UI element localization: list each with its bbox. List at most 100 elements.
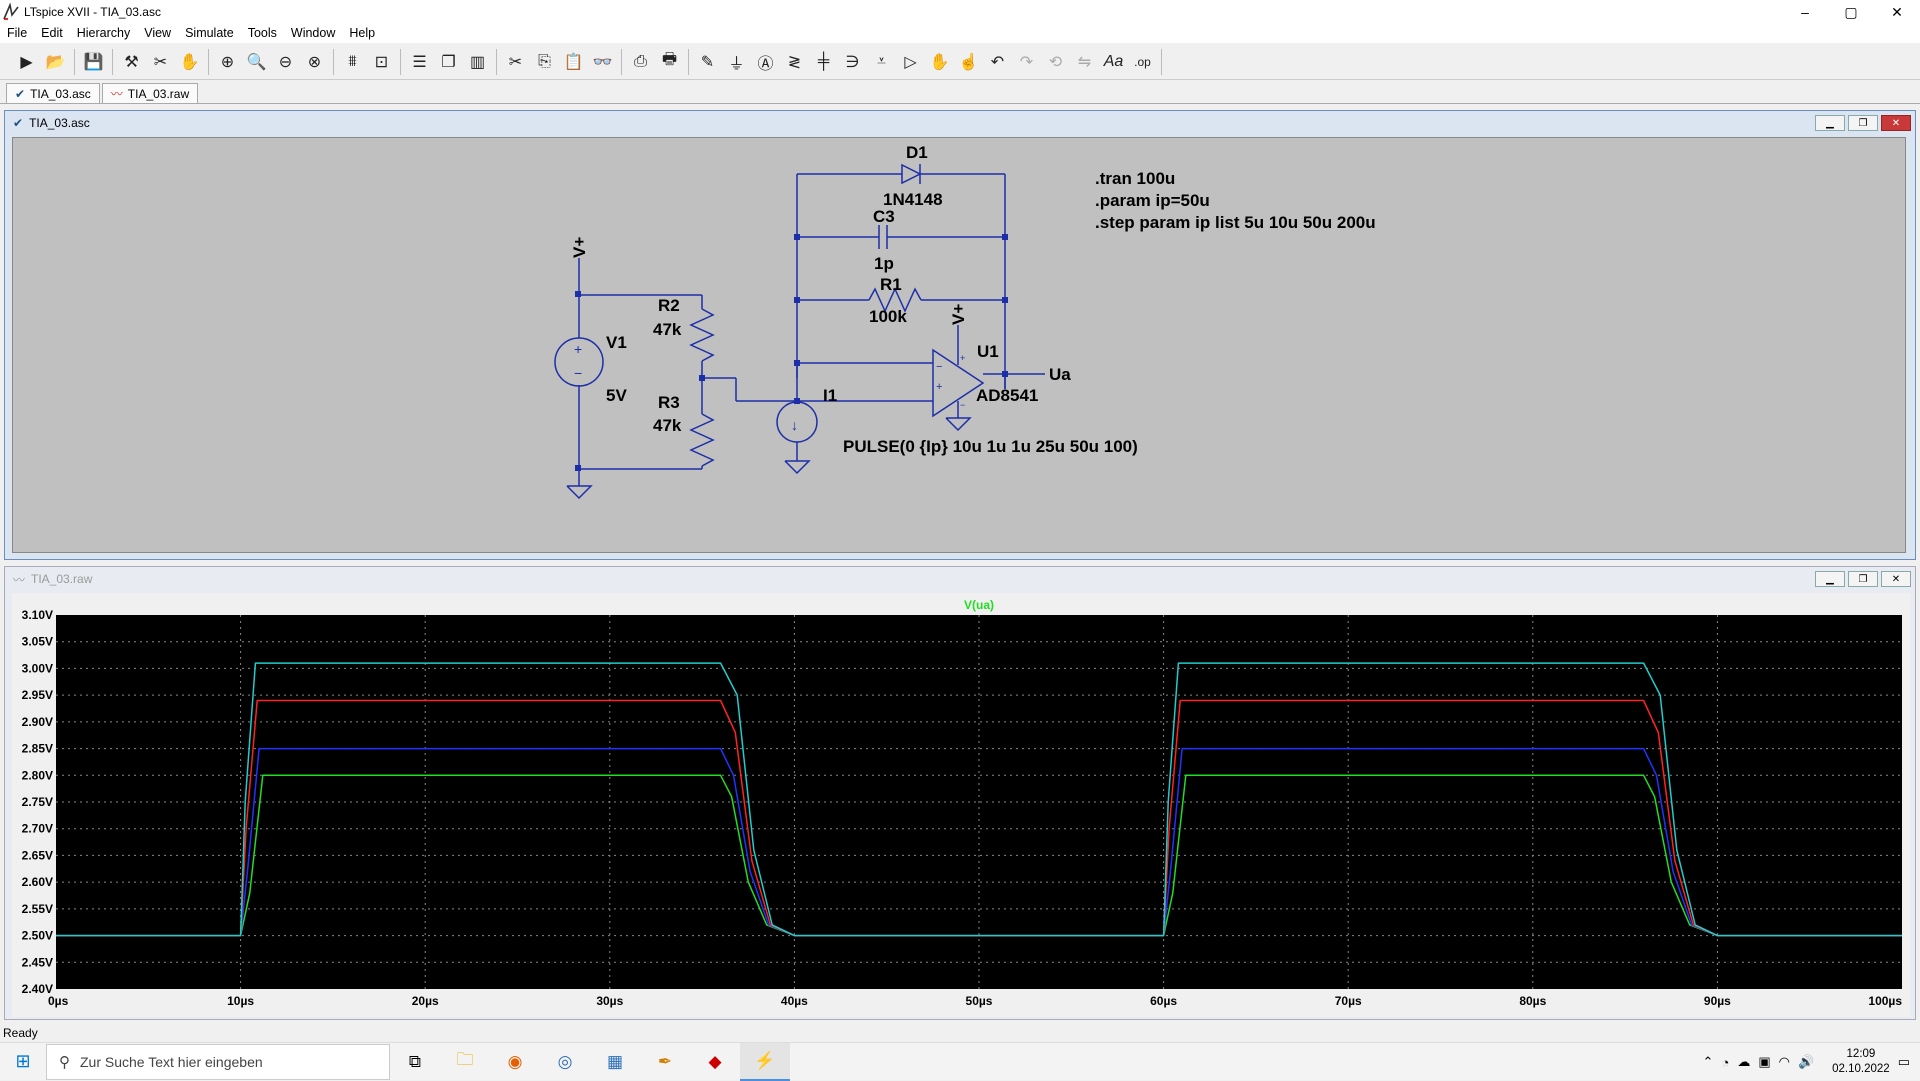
firefox-icon[interactable]: ◉: [507, 1051, 523, 1071]
tile-horizontal-icon[interactable]: ☰: [412, 53, 427, 71]
tile-vertical-icon[interactable]: ▥: [469, 53, 486, 71]
component-icon[interactable]: ▷: [904, 53, 917, 71]
pdf-reader-icon[interactable]: ◆: [708, 1051, 722, 1071]
text-icon[interactable]: Aa: [1103, 52, 1124, 70]
ground-symbol[interactable]: [566, 485, 593, 500]
menu-window[interactable]: Window: [290, 26, 336, 40]
pen-app-icon[interactable]: ✒: [657, 1051, 673, 1071]
windows-start-icon[interactable]: ⊞: [15, 1051, 31, 1071]
wire-icon[interactable]: ✎: [700, 53, 715, 71]
resistor-r2[interactable]: [689, 308, 715, 362]
taskbar-search-box[interactable]: ⚲ Zur Suche Text hier eingeben: [46, 1043, 390, 1080]
zoom-in-icon[interactable]: ⊕: [220, 53, 235, 71]
close-button[interactable]: ✕: [1891, 3, 1903, 20]
label-r1: R1: [880, 275, 902, 294]
zoom-out-icon[interactable]: ⊖: [278, 53, 293, 71]
mirror-icon[interactable]: ⇋: [1077, 53, 1092, 71]
spice-directive[interactable]: .step param ip list 5u 10u 50u 200u: [1095, 213, 1376, 232]
calculator-icon[interactable]: ▦: [606, 1051, 624, 1071]
cut-icon[interactable]: ✂: [508, 53, 523, 71]
trace-title[interactable]: V(ua): [964, 598, 994, 612]
waveform-restore-button[interactable]: ❐: [1848, 571, 1878, 587]
label-icon[interactable]: Ⓐ: [757, 55, 774, 73]
resistor-r3[interactable]: [689, 413, 715, 467]
wifi-icon[interactable]: ◠: [1778, 1054, 1790, 1069]
undo-icon[interactable]: ↶: [990, 53, 1005, 71]
rotate-icon[interactable]: ⟲: [1048, 53, 1063, 71]
volume-icon[interactable]: 🔊: [1797, 1054, 1815, 1069]
menu-file[interactable]: File: [7, 26, 28, 40]
cascade-icon[interactable]: ❐: [441, 53, 456, 71]
schematic-close-button[interactable]: ✕: [1881, 115, 1911, 131]
toolbar-separator: [1161, 48, 1162, 75]
find-icon[interactable]: 👓: [592, 53, 613, 71]
menu-help[interactable]: Help: [349, 26, 376, 40]
schematic-title: TIA_03.asc: [29, 116, 90, 130]
run-icon[interactable]: ▶: [20, 53, 33, 71]
y-tick-label: 2.75V: [22, 795, 53, 809]
schematic-minimize-button[interactable]: ▁: [1815, 115, 1845, 131]
junction: [794, 234, 800, 240]
control-panel-icon[interactable]: ⚒: [124, 53, 139, 71]
redo-icon[interactable]: ↷: [1019, 53, 1034, 71]
halt-icon[interactable]: ✂: [153, 53, 168, 71]
save-icon[interactable]: 💾: [83, 53, 104, 71]
search-placeholder: Zur Suche Text hier eingeben: [80, 1053, 263, 1070]
webcam-icon[interactable]: ◔: [1721, 1054, 1730, 1070]
waveform-close-button[interactable]: ✕: [1881, 571, 1911, 587]
label-r3: R3: [658, 393, 680, 412]
waveform-window-title: 〰 TIA_03.raw: [5, 567, 1915, 591]
resistor-icon[interactable]: ≷: [787, 53, 802, 71]
resistor-r1[interactable]: [868, 287, 922, 313]
minimize-button[interactable]: –: [1801, 4, 1809, 20]
inductor-icon[interactable]: ∋: [845, 53, 860, 71]
ground-symbol[interactable]: [784, 460, 811, 475]
notification-icon[interactable]: ▭: [1897, 1054, 1910, 1069]
print-setup-icon[interactable]: ⎙: [634, 52, 647, 70]
tab-schematic[interactable]: ✔ TIA_03.asc: [6, 83, 100, 103]
spice-directive[interactable]: .param ip=50u: [1095, 191, 1210, 210]
spice-directive[interactable]: .tran 100u: [1095, 169, 1175, 188]
ltspice-taskbar-icon[interactable]: ⚡: [740, 1042, 790, 1081]
network-adapter-icon[interactable]: ▣: [1758, 1054, 1771, 1069]
zoom-back-icon[interactable]: 🔍: [246, 53, 267, 71]
diode-icon[interactable]: ⩡: [876, 52, 887, 70]
cloud-icon[interactable]: ☁: [1737, 1054, 1751, 1069]
opamp-u1[interactable]: [932, 348, 985, 418]
task-view-icon[interactable]: ⧉: [408, 1051, 422, 1071]
schematic-restore-button[interactable]: ❐: [1848, 115, 1878, 131]
capacitor-icon[interactable]: ╪: [817, 52, 830, 70]
menu-view[interactable]: View: [144, 26, 172, 40]
chevron-up-icon[interactable]: ⌃: [1702, 1054, 1714, 1069]
copy-icon[interactable]: ⎘: [538, 52, 551, 70]
menu-tools[interactable]: Tools: [247, 26, 277, 40]
print-icon[interactable]: 🖶: [661, 51, 678, 68]
waveform-minimize-button[interactable]: ▁: [1815, 571, 1845, 587]
voltage-source-v1[interactable]: [554, 337, 604, 387]
menu-simulate[interactable]: Simulate: [185, 26, 234, 40]
tab-waveform[interactable]: 〰 TIA_03.raw: [101, 83, 199, 103]
schematic-drawing[interactable]: + − + − + − ↓ D1 1N4148 C3 1p R1 100k R2…: [13, 138, 1907, 554]
move-icon[interactable]: ✋: [929, 53, 950, 71]
pan-icon[interactable]: ✋: [179, 53, 200, 71]
schematic-canvas[interactable]: + − + − + − ↓ D1 1N4148 C3 1p R1 100k R2…: [12, 137, 1906, 553]
ground-icon[interactable]: ⏚: [728, 55, 745, 73]
drag-icon[interactable]: ☝: [958, 53, 979, 71]
zoom-fit-icon[interactable]: ⊗: [307, 53, 322, 71]
ground-symbol[interactable]: [945, 417, 972, 432]
delete-trace-icon[interactable]: ⊡: [374, 53, 389, 71]
maximize-button[interactable]: ▢: [1844, 3, 1858, 20]
file-explorer-icon[interactable]: 🗀: [456, 1050, 474, 1069]
thunderbird-icon[interactable]: ◎: [557, 1051, 573, 1071]
paste-icon[interactable]: 📋: [563, 53, 584, 71]
series-line-3[interactable]: [56, 662, 1902, 937]
menu-hierarchy[interactable]: Hierarchy: [76, 26, 131, 40]
spice-directive-icon[interactable]: .op: [1134, 54, 1151, 69]
menu-edit[interactable]: Edit: [41, 26, 63, 40]
open-icon[interactable]: 📂: [45, 53, 66, 71]
clock[interactable]: 12:09 02.10.2022: [1832, 1047, 1890, 1077]
diode-d1[interactable]: [901, 163, 922, 185]
autorange-icon[interactable]: ⩩: [348, 52, 357, 70]
